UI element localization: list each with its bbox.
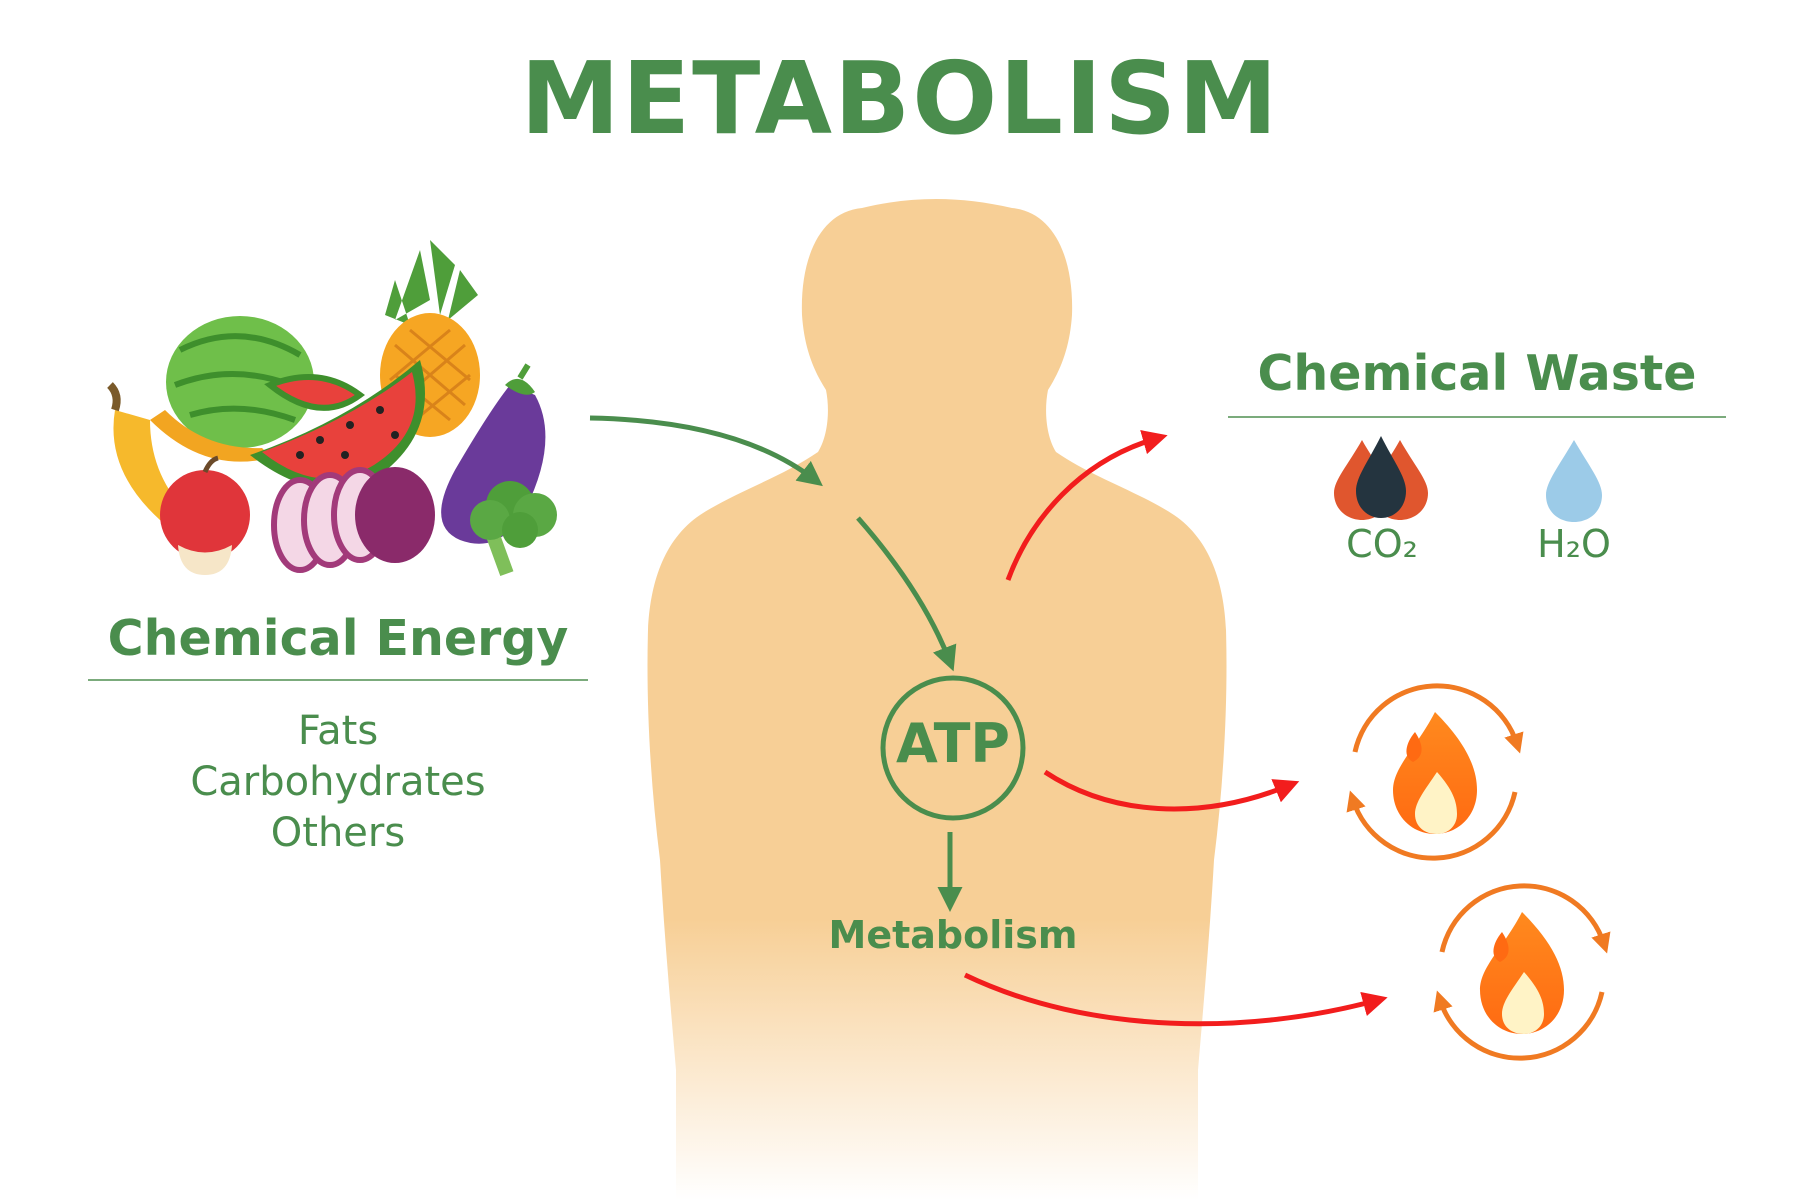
waste-heading: Chemical Waste [1257, 345, 1697, 402]
page-title: METABOLISM [520, 40, 1280, 157]
body-to-atp-arrow [856, 516, 957, 672]
energy-item-fats: Fats [297, 708, 379, 754]
energy-heading: Chemical Energy [107, 610, 569, 667]
onion-icon [271, 467, 435, 573]
waste-arrow [1005, 430, 1168, 581]
heat-arrow-lower [963, 972, 1388, 1027]
metabolism-label: Metabolism [828, 913, 1078, 957]
fruits-vegetables-illustration [107, 240, 557, 577]
watermelon-slice-icon [250, 360, 425, 489]
heat-arrow-upper [1043, 769, 1300, 812]
human-silhouette [647, 199, 1227, 1200]
h2o-label: H₂O [1537, 522, 1611, 566]
apple-icon [160, 455, 250, 575]
energy-item-others: Others [270, 810, 406, 856]
atp-label: ATP [895, 712, 1010, 775]
co2-label: CO₂ [1346, 522, 1418, 566]
energy-item-carbohydrates: Carbohydrates [190, 759, 486, 805]
food-to-body-arrow [589, 415, 823, 487]
water-drop-icon [1546, 440, 1602, 522]
atp-circle [880, 675, 1026, 821]
heat-cycle-icon [1346, 683, 1524, 861]
co2-drops-icon [1334, 436, 1428, 520]
broccoli-icon [470, 481, 557, 577]
energy-list: Fats Carbohydrates Others [88, 706, 588, 859]
heat-cycle-icon [1433, 883, 1611, 1061]
